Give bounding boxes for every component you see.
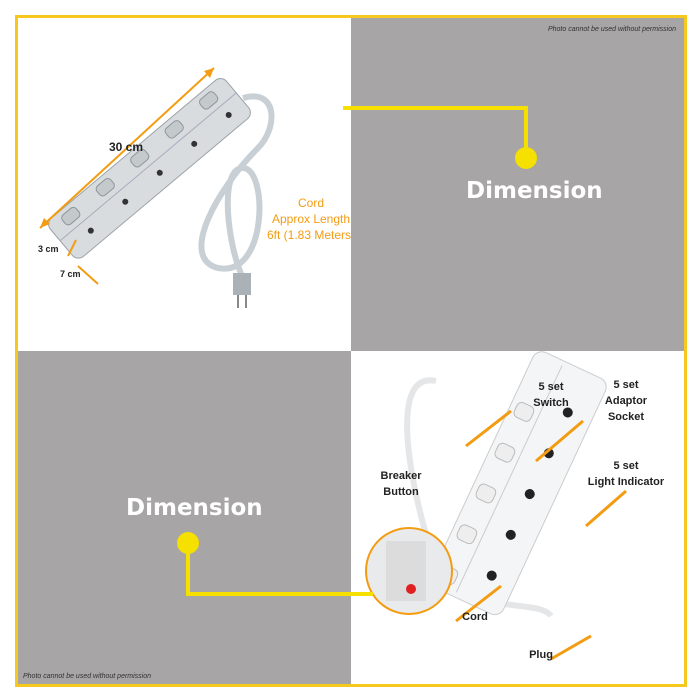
cord-note-line: Cord [297,196,324,210]
power-strip-white-illustration [365,351,627,661]
callout-line: Light Indicator [587,476,665,488]
cord-note-line: Approx Length [271,212,351,226]
permission-notice: Photo cannot be used without permission [23,673,152,680]
dimension-heading: Dimension [466,178,603,204]
callout-line: Switch [533,397,569,409]
length-label: 30 cm [109,140,144,154]
callout-line: Breaker [380,470,422,482]
callout-line: Button [383,486,419,498]
callout-plug: Plug [529,649,553,661]
callout-breaker: Breaker Button [373,468,429,500]
callout-line: Adaptor [604,395,648,407]
image-frame: 30 cm 3 cm 7 cm Cord Approx Length 6ft (… [15,15,687,687]
length-arrow [39,67,215,229]
callout-switch: 5 set Switch [521,379,581,411]
callout-line: 5 set [613,379,639,391]
breaker-button-icon [406,584,416,594]
panel-product-dimensions: 30 cm 3 cm 7 cm Cord Approx Length 6ft (… [18,18,355,351]
callout-line: 5 set [538,381,564,393]
callout-light-indicator: 5 set Light Indicator [571,458,681,490]
callout-socket: 5 set Adaptor Socket [591,377,661,425]
callout-line: Socket [607,411,645,423]
power-strip-gray-illustration [39,67,275,308]
panel-dimension-heading-bottom: Photo cannot be used without permission … [18,351,351,684]
callout-cord: Cord [462,611,488,623]
dimension-heading: Dimension [126,495,263,521]
width-label: 7 cm [60,269,81,279]
cord-length-note: Cord Approx Length 6ft (1.83 Meters) [256,195,366,243]
callout-line: 5 set [613,460,639,472]
permission-notice: Photo cannot be used without permission [547,26,676,33]
panel-dimension-heading-top: Photo cannot be used without permission … [351,18,684,351]
cord-note-line: 6ft (1.83 Meters) [266,228,356,242]
panel-product-features: 5 set Switch 5 set Adaptor Socket 5 set … [351,351,684,684]
height-label: 3 cm [38,244,59,254]
